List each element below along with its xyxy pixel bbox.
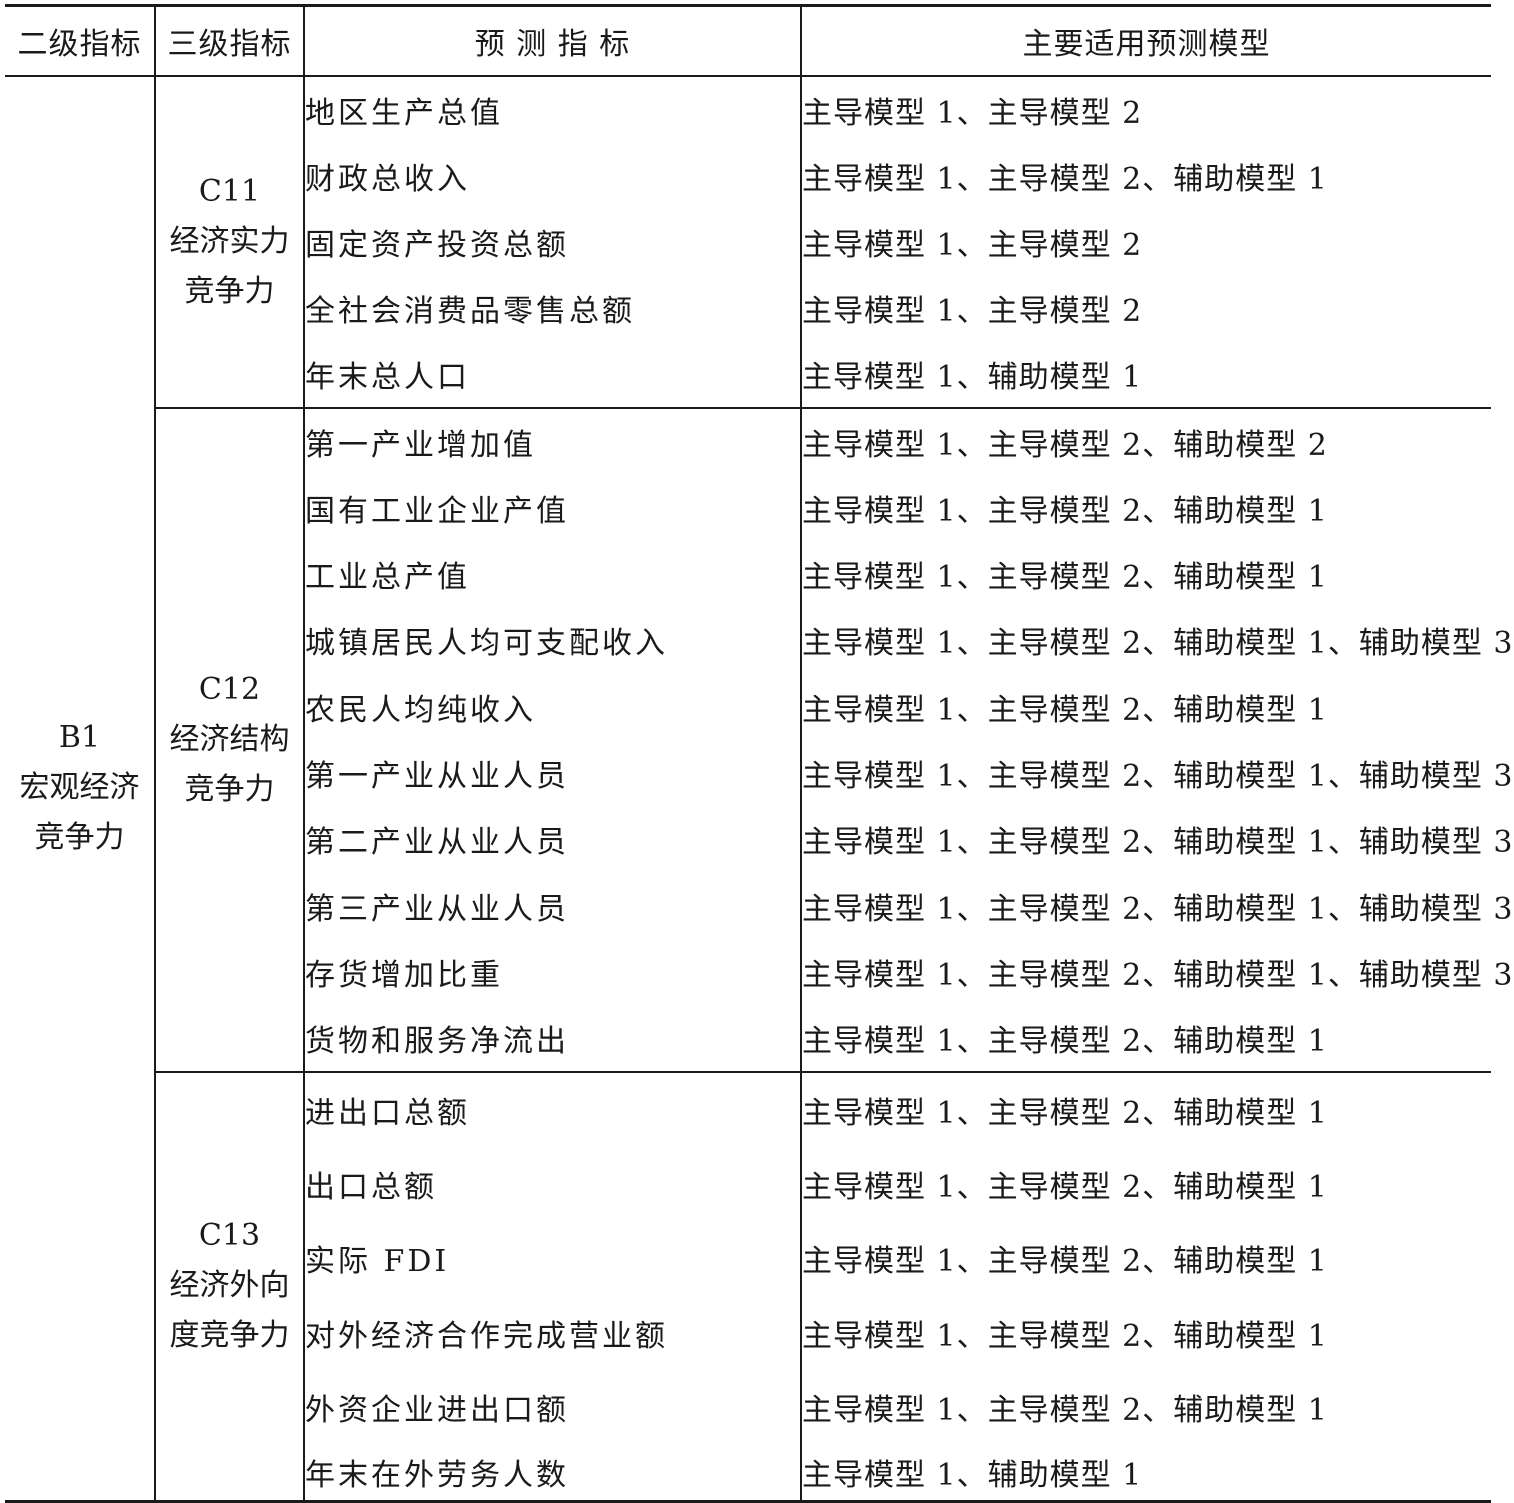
indicator-cell: 实际 FDI	[304, 1220, 802, 1296]
level2-code: B1	[58, 720, 101, 756]
table-row: 存货增加比重主导模型 1、主导模型 2、辅助模型 1、辅助模型 3	[5, 939, 1514, 1006]
table-row: 农民人均纯收入主导模型 1、主导模型 2、辅助模型 1	[5, 673, 1491, 740]
indicator-cell: 对外经济合作完成营业额	[304, 1295, 802, 1370]
table-row: 出口总额主导模型 1、主导模型 2、辅助模型 1	[5, 1146, 1491, 1221]
table-row: C13 经济外向 度竞争力进出口总额主导模型 1、主导模型 2、辅助模型 1	[5, 1070, 1491, 1503]
indicator-cell: 固定资产投资总额	[304, 208, 802, 276]
indicator-cell: 货物和服务净流出	[304, 1005, 802, 1072]
table-row: C12 经济结构 竞争力第一产业增加值主导模型 1、主导模型 2、辅助模型 2	[5, 406, 1491, 1072]
models-cell: 主导模型 1、辅助模型 1	[801, 1444, 1491, 1503]
table-row: 财政总收入主导模型 1、主导模型 2、辅助模型 1	[5, 142, 1491, 209]
indicator-cell: 财政总收入	[304, 142, 802, 209]
models-cell: 主导模型 1、主导模型 2、辅助模型 1、辅助模型 3	[802, 891, 1514, 927]
models-cell: 主导模型 1、主导模型 2、辅助模型 1	[802, 559, 1328, 595]
models-cell: 主导模型 1、主导模型 2	[802, 294, 1143, 330]
indicator-cell: 地区生产总值	[304, 76, 802, 143]
table-row: 第三产业从业人员主导模型 1、主导模型 2、辅助模型 1、辅助模型 3	[5, 872, 1514, 940]
models-cell: 主导模型 1、主导模型 2、辅助模型 1	[802, 1318, 1328, 1354]
table-row: 年末在外劳务人数主导模型 1、辅助模型 1	[5, 1444, 1491, 1503]
models-cell: 主导模型 1、主导模型 2、辅助模型 1	[802, 692, 1328, 728]
header-level3: 三级指标	[155, 4, 305, 77]
forecast-indicator-table: 二级指标 三级指标 预 测 指 标 主要适用预测模型 B1 宏观经济 竞争力 C11…	[5, 4, 1514, 1503]
models-cell: 主导模型 1、主导模型 2、辅助模型 1	[801, 1070, 1491, 1147]
table-row: 工业总产值主导模型 1、主导模型 2、辅助模型 1	[5, 540, 1491, 608]
models-cell: 主导模型 1、辅助模型 1	[802, 360, 1143, 396]
header-row: 二级指标 三级指标 预 测 指 标 主要适用预测模型	[5, 4, 1491, 77]
level2-name: 宏观经济 竞争力	[19, 770, 140, 856]
indicator-cell: 第三产业从业人员	[304, 872, 802, 940]
table-row: 外资企业进出口额主导模型 1、主导模型 2、辅助模型 1	[5, 1369, 1491, 1445]
indicator-cell: 年末总人口	[304, 341, 802, 408]
table-row: 国有工业企业产值主导模型 1、主导模型 2、辅助模型 1	[5, 474, 1491, 541]
models-cell: 主导模型 1、主导模型 2	[802, 227, 1143, 263]
models-cell: 主导模型 1、主导模型 2、辅助模型 2	[801, 406, 1491, 475]
models-cell: 主导模型 1、主导模型 2、辅助模型 1	[802, 161, 1328, 197]
table-row: 第一产业从业人员主导模型 1、主导模型 2、辅助模型 1、辅助模型 3	[5, 739, 1514, 807]
level3-group-label: C13 经济外向 度竞争力	[155, 1070, 305, 1503]
indicator-cell: 农民人均纯收入	[304, 673, 802, 740]
models-cell: 主导模型 1、主导模型 2、辅助模型 1	[802, 1024, 1328, 1060]
header-level2: 二级指标	[5, 4, 156, 77]
indicator-cell: 全社会消费品零售总额	[304, 275, 802, 342]
models-cell: 主导模型 1、主导模型 2、辅助模型 1、辅助模型 3	[802, 825, 1514, 861]
table-row: 年末总人口主导模型 1、辅助模型 1	[5, 341, 1491, 408]
indicator-cell: 第二产业从业人员	[304, 806, 802, 873]
indicator-cell: 第一产业增加值	[304, 406, 802, 475]
table-row: 全社会消费品零售总额主导模型 1、主导模型 2	[5, 275, 1491, 342]
indicator-cell: 出口总额	[304, 1146, 802, 1221]
indicator-cell: 第一产业从业人员	[304, 739, 802, 807]
indicator-cell: 存货增加比重	[304, 939, 802, 1006]
indicator-cell: 城镇居民人均可支配收入	[304, 607, 802, 674]
models-cell: 主导模型 1、主导模型 2、辅助模型 1、辅助模型 3	[802, 626, 1514, 662]
indicator-cell: 工业总产值	[304, 540, 802, 608]
models-cell: 主导模型 1、主导模型 2、辅助模型 1、辅助模型 3	[802, 958, 1514, 994]
table-row: 对外经济合作完成营业额主导模型 1、主导模型 2、辅助模型 1	[5, 1295, 1491, 1370]
level3-group-label: C11 经济实力 竞争力	[155, 76, 305, 408]
level2-cell: B1 宏观经济 竞争力	[5, 76, 156, 1503]
indicator-cell: 年末在外劳务人数	[304, 1444, 802, 1503]
models-cell: 主导模型 1、主导模型 2、辅助模型 1	[802, 1393, 1328, 1429]
table-row: 固定资产投资总额主导模型 1、主导模型 2	[5, 208, 1491, 276]
table-row: 货物和服务净流出主导模型 1、主导模型 2、辅助模型 1	[5, 1005, 1491, 1072]
level3-group-label: C12 经济结构 竞争力	[155, 406, 305, 1072]
header-models: 主要适用预测模型	[801, 4, 1491, 77]
table-row: 第二产业从业人员主导模型 1、主导模型 2、辅助模型 1、辅助模型 3	[5, 806, 1514, 873]
models-cell: 主导模型 1、主导模型 2、辅助模型 1	[802, 1244, 1328, 1280]
models-cell: 主导模型 1、主导模型 2	[802, 95, 1143, 131]
models-cell: 主导模型 1、主导模型 2、辅助模型 1	[802, 1169, 1328, 1205]
indicator-cell: 进出口总额	[304, 1070, 802, 1147]
indicator-cell: 国有工业企业产值	[304, 474, 802, 541]
models-cell: 主导模型 1、主导模型 2、辅助模型 1、辅助模型 3	[802, 759, 1514, 795]
indicator-cell: 外资企业进出口额	[304, 1369, 802, 1445]
models-cell: 主导模型 1、主导模型 2、辅助模型 1	[802, 493, 1328, 529]
table-row: 城镇居民人均可支配收入主导模型 1、主导模型 2、辅助模型 1、辅助模型 3	[5, 607, 1514, 674]
header-indicator: 预 测 指 标	[304, 4, 802, 77]
